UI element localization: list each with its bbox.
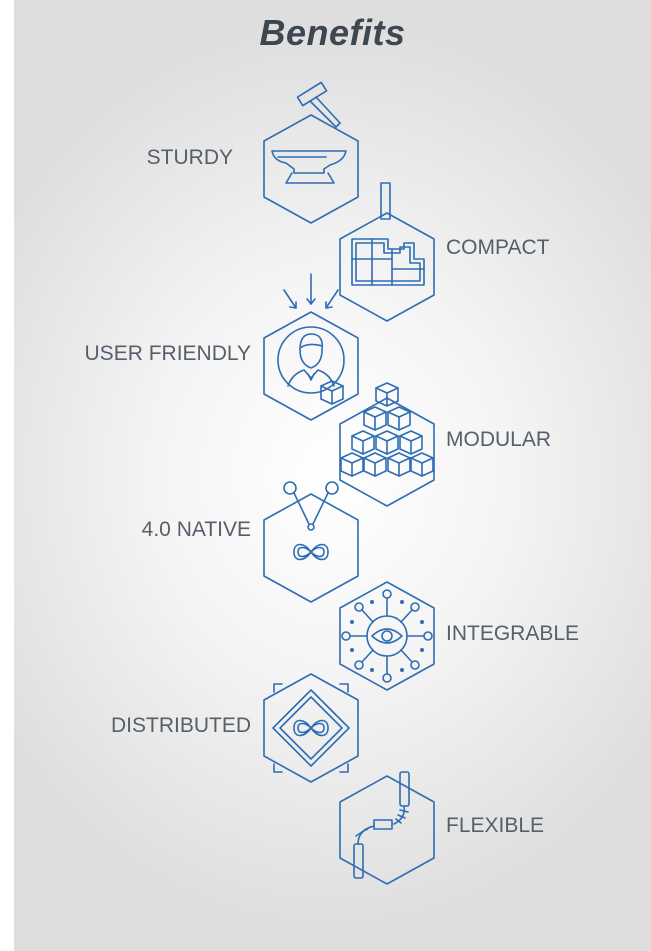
cube-pyramid-icon <box>320 380 435 507</box>
user-focus-icon <box>263 273 359 421</box>
anvil-hammer-icon <box>263 81 359 224</box>
benefit-label-distributed: DISTRIBUTED <box>110 714 251 737</box>
distributed-hexagon <box>256 666 366 790</box>
sturdy-hexagon <box>256 81 366 231</box>
flexible-hexagon <box>332 768 442 892</box>
user-friendly-hexagon <box>256 273 366 428</box>
benefits-card: Benefits STURDY COMPACT <box>14 0 651 951</box>
benefit-label-flexible: FLEXIBLE <box>446 814 545 837</box>
benefit-label-user-friendly: USER FRIENDLY <box>84 342 251 365</box>
modular-hexagon <box>320 380 442 514</box>
benefit-label-sturdy: STURDY <box>146 146 233 169</box>
integrable-hexagon <box>332 574 442 698</box>
page-title: Benefits <box>259 12 406 53</box>
native-hexagon <box>256 481 366 610</box>
stacked-blocks-icon <box>339 182 435 322</box>
eye-network-icon <box>339 581 435 691</box>
benefit-label-modular: MODULAR <box>446 428 552 451</box>
benefit-label-integrable: INTEGRABLE <box>446 622 580 645</box>
flexible-pipe-icon <box>339 771 435 885</box>
compact-hexagon <box>332 182 442 329</box>
diamond-infinity-icon <box>263 673 359 783</box>
network-infinity-icon <box>263 481 359 603</box>
benefit-label-native: 4.0 NATIVE <box>141 518 251 541</box>
benefit-label-compact: COMPACT <box>446 236 550 259</box>
